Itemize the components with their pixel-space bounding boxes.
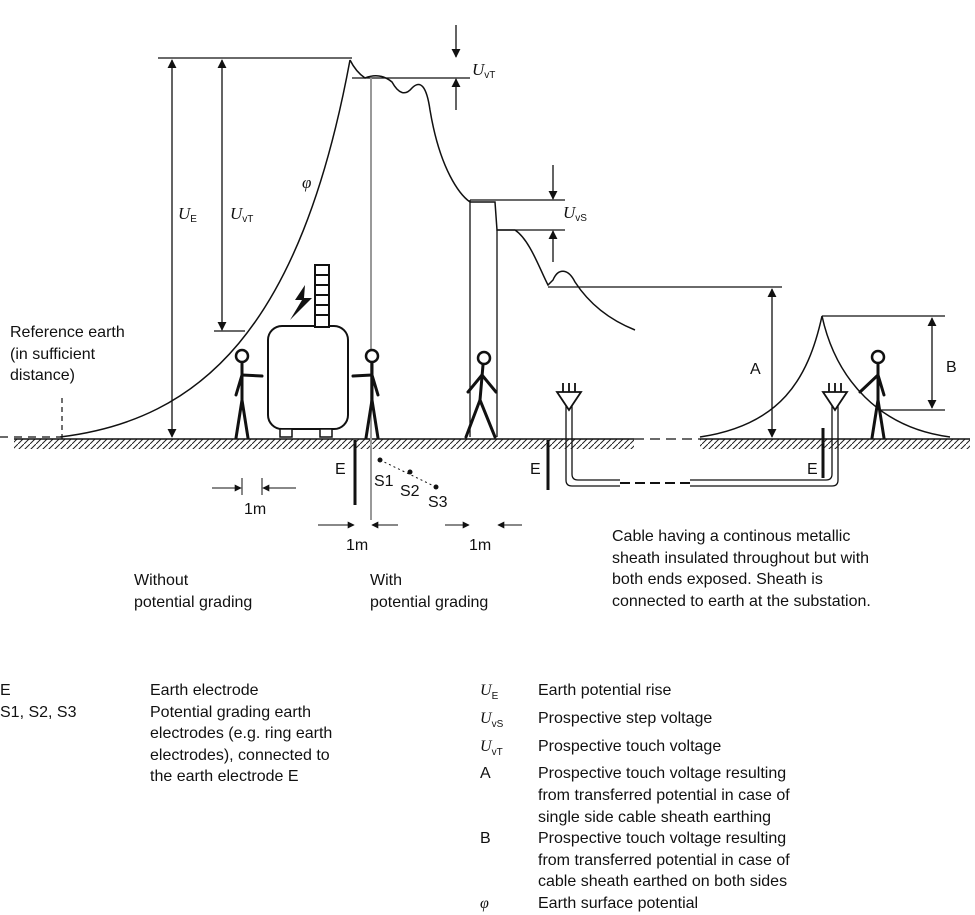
cable — [565, 405, 839, 487]
label-s2: S2 — [400, 483, 420, 500]
label-1m-left: 1m — [244, 501, 266, 518]
person-walking — [464, 350, 498, 439]
label-ue: UE — [178, 204, 197, 225]
legend-item: UE Earth potential rise — [480, 680, 790, 708]
label-b: B — [946, 359, 957, 376]
potential-curve-with-grading — [349, 59, 636, 331]
legend-item: UvS Prospective step voltage — [480, 708, 790, 736]
legend-symbol: UvT — [480, 737, 503, 758]
label-e-cable-left: E — [530, 461, 541, 478]
ground — [0, 436, 970, 449]
legend-item: B Prospective touch voltage resulting fr… — [480, 828, 790, 893]
caption-without-grading: Without potential grading — [134, 572, 253, 611]
label-1m-middle: 1m — [346, 537, 368, 554]
legend-desc: Prospective touch voltage resulting from… — [538, 765, 790, 826]
grading-electrodes — [377, 457, 439, 490]
lightning-icon — [290, 285, 312, 320]
caption-reference-earth: Reference earth (in sufficient distance) — [10, 324, 125, 384]
legend-item: φ Earth surface potential — [480, 893, 790, 915]
legend-item: UvT Prospective touch voltage — [480, 736, 790, 764]
legend-desc: Prospective touch voltage resulting from… — [538, 830, 790, 891]
legend-item: A Prospective touch voltage resulting fr… — [480, 763, 790, 828]
legend-key: E — [0, 682, 11, 699]
label-uvt-top: UvT — [472, 60, 495, 81]
person-with-grading — [351, 348, 380, 440]
label-phi: φ — [302, 173, 311, 192]
potential-curve-remote — [699, 315, 951, 438]
legend-desc: Earth electrode — [150, 682, 259, 699]
dim-1m-left — [212, 478, 296, 495]
label-uvs: UvS — [563, 203, 587, 224]
legend-key: S1, S2, S3 — [0, 703, 77, 721]
legend-symbol: UvS — [480, 709, 504, 730]
legend-symbol: UE — [480, 682, 499, 703]
legend-desc: Prospective step voltage — [538, 709, 713, 727]
caption-cable: Cable having a continous metallic sheath… — [612, 528, 871, 610]
legend-item: E Earth electrode — [0, 680, 332, 702]
label-a: A — [750, 361, 761, 378]
label-uvt-left: UvT — [230, 204, 253, 225]
label-1m-right: 1m — [469, 537, 491, 554]
cable-termination-left — [555, 383, 583, 412]
legend-left: E Earth electrode S1, S2, S3 Potential g… — [0, 680, 332, 788]
label-s3: S3 — [428, 494, 448, 511]
person-remote — [858, 349, 886, 440]
legend-desc: Potential grading earth electrodes (e.g.… — [150, 703, 333, 786]
label-e-main: E — [335, 461, 346, 478]
legend-desc: Earth surface potential — [538, 894, 699, 912]
legend-right: UE Earth potential rise UvS Prospective … — [480, 680, 790, 915]
legend-item: S1, S2, S3 Potential grading earth elect… — [0, 702, 332, 788]
potential-curve-without-grading — [59, 59, 351, 438]
person-without-grading — [234, 348, 264, 440]
cable-termination-right — [821, 383, 849, 412]
transformer — [267, 264, 349, 438]
label-e-cable-right: E — [807, 461, 818, 478]
label-s1: S1 — [374, 473, 394, 490]
legend-symbol: φ — [480, 894, 489, 912]
caption-with-grading: With potential grading — [370, 572, 489, 611]
legend-symbol: B — [480, 830, 491, 848]
uvs-dimension — [470, 165, 565, 262]
legend-symbol: A — [480, 765, 491, 783]
legend-desc: Earth potential rise — [538, 682, 672, 699]
legend-desc: Prospective touch voltage — [538, 737, 722, 755]
